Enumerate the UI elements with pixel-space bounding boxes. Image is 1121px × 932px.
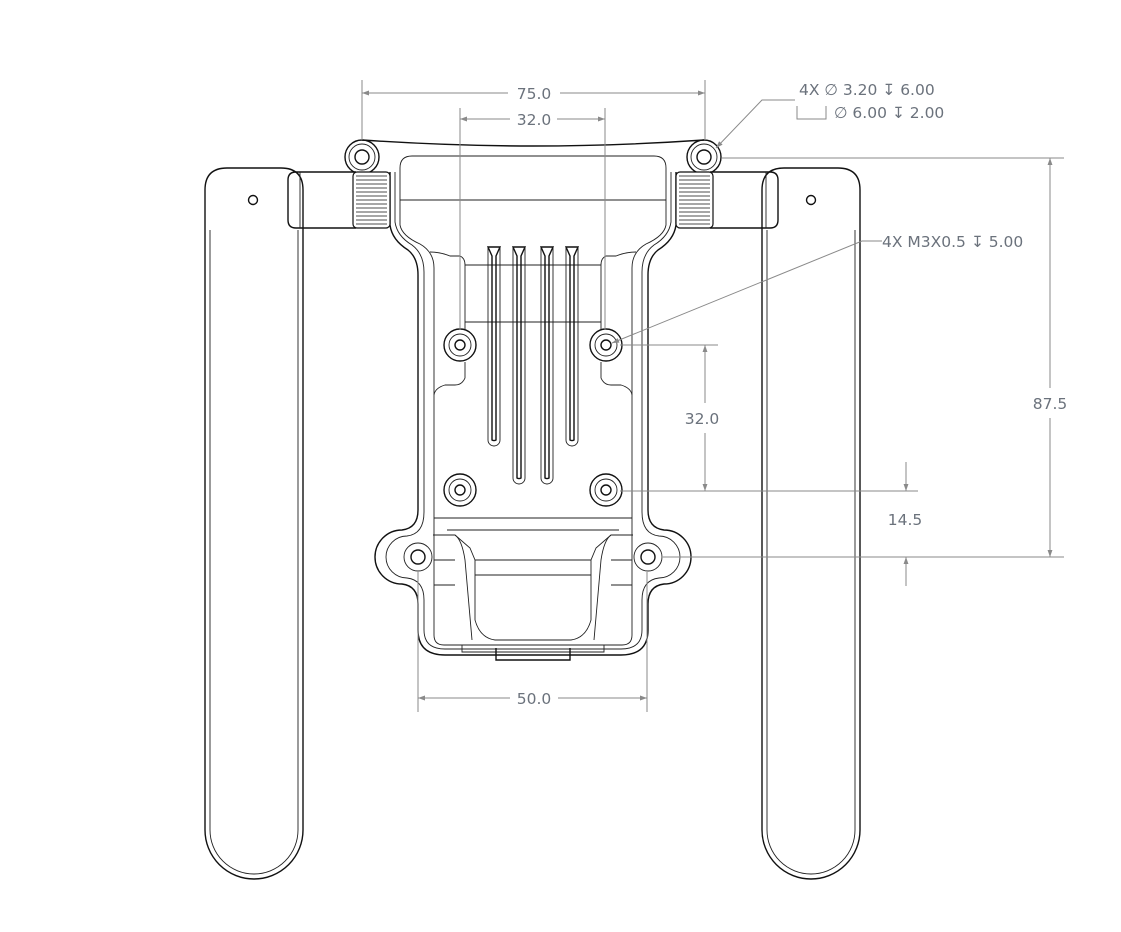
hole-callout: 4X ∅ 3.20 ↧ 6.00 ∅ 6.00 ↧ 2.00	[715, 81, 944, 149]
svg-text:32.0: 32.0	[517, 111, 552, 129]
svg-text:∅ 6.00 ↧ 2.00: ∅ 6.00 ↧ 2.00	[834, 104, 944, 122]
svg-text:4X M3X0.5 ↧ 5.00: 4X M3X0.5 ↧ 5.00	[882, 233, 1023, 251]
svg-text:75.0: 75.0	[517, 85, 552, 103]
dimension-75: 75.0	[361, 80, 706, 140]
threaded-hole-icon	[443, 328, 477, 362]
pivot-hole-icon	[805, 194, 817, 206]
dimension-32-top: 32.0	[459, 108, 606, 330]
dimension-87-5: 87.5	[663, 157, 1068, 558]
knurled-pin-right	[675, 171, 714, 229]
dimension-14-5: 14.5	[888, 462, 923, 586]
svg-text:4X ∅ 3.20 ↧ 6.00: 4X ∅ 3.20 ↧ 6.00	[799, 81, 935, 99]
svg-text:50.0: 50.0	[517, 690, 552, 708]
dimension-32-right: 32.0	[620, 344, 918, 492]
bottom-hole-icon	[403, 542, 433, 572]
left-arm	[204, 167, 304, 880]
knurled-pin-left	[352, 171, 391, 229]
thread-callout: 4X M3X0.5 ↧ 5.00	[611, 233, 1023, 344]
threaded-hole-icon	[443, 473, 477, 507]
dimension-50: 50.0	[417, 572, 648, 712]
svg-text:14.5: 14.5	[888, 511, 923, 529]
right-arm	[761, 167, 861, 880]
counterbore-symbol-icon	[796, 106, 827, 120]
svg-text:32.0: 32.0	[685, 410, 720, 428]
pivot-hole-icon	[247, 194, 259, 206]
housing-body	[287, 139, 534, 661]
svg-text:87.5: 87.5	[1033, 395, 1068, 413]
